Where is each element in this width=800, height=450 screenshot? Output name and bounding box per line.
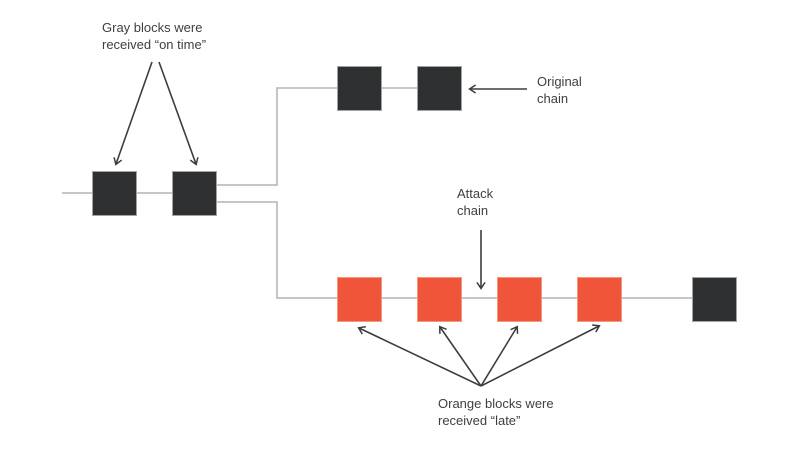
arrow-gray-note-to-parent-2: [158, 61, 199, 166]
arrow-orange-note-to-block-3: [480, 325, 519, 387]
attack-chain-line-1: Attack: [457, 186, 494, 201]
attack-chain-block-2: [417, 277, 462, 322]
parent-block-1: [92, 171, 137, 216]
arrow-gray-note-to-parent-1: [113, 61, 153, 166]
attack-chain-block-4: [577, 277, 622, 322]
connector-fork-to-original-chain: [217, 87, 337, 186]
attack-chain-block-1: [337, 277, 382, 322]
orange-note-label: Orange blocks were received “late”: [438, 395, 554, 429]
original-chain-label: Original chain: [537, 73, 582, 107]
gray-note-line-1: Gray blocks were: [102, 20, 203, 35]
parent-block-2: [172, 171, 217, 216]
attack-chain-line-2: chain: [457, 203, 489, 218]
gray-note-label: Gray blocks were received “on time”: [102, 19, 206, 53]
arrow-orange-note-to-block-4: [480, 324, 601, 387]
arrow-orange-note-to-block-1: [357, 326, 482, 387]
attack-chain-label: Attack chain: [457, 185, 493, 219]
orange-note-line-1: Orange blocks were: [438, 396, 554, 411]
arrow-orange-note-to-block-2: [438, 325, 482, 387]
original-chain-line-1: Original: [537, 74, 582, 89]
original-chain-line-2: chain: [537, 91, 569, 106]
attack-chain-block-5: [692, 277, 737, 322]
original-chain-block-2: [417, 66, 462, 111]
orange-note-line-2: received “late”: [438, 413, 521, 428]
attack-chain-block-3: [497, 277, 542, 322]
original-chain-block-1: [337, 66, 382, 111]
connector-fork-to-attack-chain: [217, 201, 337, 299]
gray-note-line-2: received “on time”: [102, 37, 207, 52]
